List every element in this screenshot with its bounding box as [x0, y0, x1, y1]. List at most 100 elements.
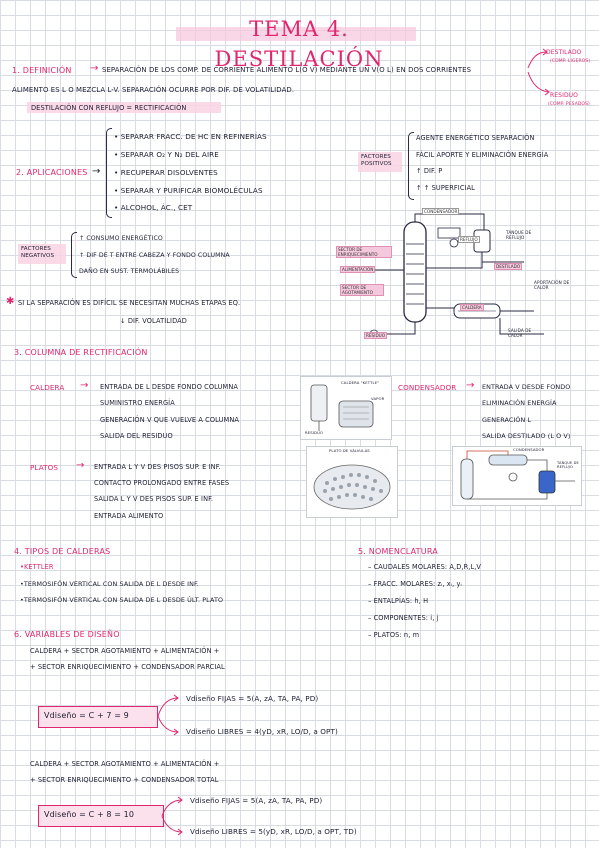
tanque-img-label: TANQUE DE REFLUJO [557, 461, 579, 469]
platos-line: SALIDA L Y V DES PISOS SUP. E INF. [94, 495, 214, 503]
destilado-label: DESTILADO [546, 49, 582, 56]
split-arrows-icon [527, 48, 550, 96]
branch-arrows-icon [161, 796, 183, 836]
title-highlight [176, 27, 416, 41]
condensador-line: GENERACIÓN L [482, 416, 532, 424]
negativo-item: ↑ DIF DE T ENTRE CABEZA Y FONDO COLUMNA [79, 252, 230, 259]
config-1-line-2: + SECTOR ENRIQUECIMIENTO + CONDENSADOR P… [30, 663, 225, 671]
distillation-column-schematic [364, 213, 544, 339]
caldera-kettle-drawing [310, 384, 374, 431]
factores-positivos-highlight [358, 152, 402, 172]
diagram-label-alimentacion: ALIMENTACIÓN [340, 266, 376, 273]
platos-line: ENTRADA L Y V DES PISOS SUP. E INF. [94, 463, 221, 471]
section-4-title: 4. TIPOS DE CALDERAS [14, 547, 111, 556]
condensador-line: ENTRADA V DESDE FONDO [482, 383, 571, 391]
caldera-heading: CALDERA [30, 383, 65, 392]
config-2-line-1: CALDERA + SECTOR AGOTAMIENTO + ALIMENTAC… [30, 760, 220, 768]
positivos-brace [408, 132, 414, 200]
positivo-item: ↑ ↑ SUPERFICIAL [416, 184, 475, 192]
arrow-right-icon: → [90, 63, 99, 74]
plato-image: PLATO DE VÁLVULAS [306, 446, 398, 518]
aplicacion-item: • SEPARAR O₂ Y N₂ DEL AIRE [114, 150, 219, 159]
caldera-vapor-label: VAPOR [371, 396, 385, 401]
negativo-item: ↑ CONSUMO ENERGÉTICO [79, 235, 163, 242]
caldera-line: ENTRADA DE L DESDE FONDO COLUMNA [100, 383, 238, 391]
platos-heading: PLATOS [30, 463, 59, 472]
caldera-line: SALIDA DEL RESIDUO [100, 432, 173, 440]
star-icon: ✱ [6, 296, 15, 307]
aplicacion-item: • SEPARAR FRACC. DE HC EN REFINERÍAS [114, 132, 267, 141]
section-5-title: 5. NOMENCLATURA [358, 547, 438, 556]
section-6-title: 6. VARIABLES DE DISEÑO [14, 630, 120, 639]
negativos-brace [71, 232, 77, 278]
nomenclatura-item: – COMPONENTES: i, j [368, 614, 439, 622]
nomenclatura-item: – PLATOS: n, m [368, 631, 420, 639]
arrow-right-icon: → [76, 460, 85, 471]
diagram-label-residuo: RESIDUO [364, 332, 388, 339]
arrow-right-icon: → [92, 166, 101, 177]
libres-1: Vdiseño LIBRES = 4(yD, xR, LO/D, a OPT) [186, 727, 338, 736]
arrow-right-icon: → [466, 380, 475, 391]
definition-line-1: SEPARACIÓN DE LOS COMP. DE CORRIENTE ALI… [102, 66, 472, 74]
diagram-label-sector-enriquecimiento: SECTOR DE ENRIQUECIMIENTO [336, 246, 392, 258]
factores-negativos-label: FACTORES NEGATIVOS [21, 246, 55, 259]
residuo-sub: (COMP. PESADOS) [548, 102, 590, 107]
positivo-item: AGENTE ENERGÉTICO SEPARACIÓN [416, 134, 535, 142]
platos-line: CONTACTO PROLONGADO ENTRE FASES [94, 479, 230, 487]
section-2-title: 2. APLICACIONES [16, 168, 88, 177]
aplicaciones-brace [106, 128, 112, 218]
caldera-residuo-label: RESIDUO [305, 430, 323, 435]
fijas-1: Vdiseño FIJAS = 5(A, zA, TA, PA, PD) [186, 694, 319, 703]
arrow-right-icon: → [80, 380, 89, 391]
caldera-tipo: •TERMOSIFÓN VERTICAL CON SALIDA DE L DES… [20, 580, 199, 588]
plato-label: PLATO DE VÁLVULAS [329, 448, 370, 453]
column-diagram: CONDENSADOR REFLUJO TANQUE DE REFLUJO SE… [334, 208, 594, 346]
dif-volatilidad-note: ↓ DIF. VOLATILIDAD [120, 317, 187, 325]
diagram-label-aportacion: APORTACIÓN DE CALOR [534, 280, 570, 290]
caldera-image: CALDERA "KETTLE" VAPOR RESIDUO [300, 376, 392, 440]
branch-arrows-icon [157, 694, 179, 736]
separacion-dificil-note: SI LA SEPARACIÓN ES DIFÍCIL SE NECESITAN… [18, 299, 241, 307]
config-2-line-2: + SECTOR ENRIQUECIMIENTO + CONDENSADOR T… [30, 776, 219, 784]
equation-box-1 [38, 706, 158, 728]
positivo-item: FÁCIL APORTE Y ELIMINACIÓN ENERGÍA [416, 151, 549, 159]
equation-1: Vdiseño = C + 7 = 9 [44, 711, 129, 720]
section-3-title: 3. COLUMNA DE RECTIFICACIÓN [14, 348, 148, 357]
condensador-drawing [460, 450, 575, 500]
condensador-line: ELIMINACIÓN ENERGÍA [482, 399, 557, 407]
diagram-label-salida: SALIDA DE CALOR [508, 328, 532, 338]
page-title: TEMA 4. DESTILACIÓN [214, 17, 384, 71]
caldera-line: SUMINISTRO ENERGÍA [100, 399, 175, 407]
nomenclatura-item: – FRACC. MOLARES: zᵢ, xᵢ, yᵢ [368, 580, 462, 588]
condensador-img-label: CONDENSADOR [513, 447, 545, 452]
equation-2: Vdiseño = C + 8 = 10 [44, 810, 135, 819]
caldera-kettle-label: CALDERA "KETTLE" [341, 380, 380, 385]
config-1-line-1: CALDERA + SECTOR AGOTAMIENTO + ALIMENTAC… [30, 647, 220, 655]
condensador-line: SALIDA DESTILADO (L O V) [482, 432, 571, 440]
residuo-label: RESIDUO [550, 92, 578, 99]
factores-negativos-highlight [18, 244, 66, 264]
diagram-label-sector-agotamiento: SECTOR DE AGOTAMIENTO [340, 284, 384, 296]
caldera-tipo: •KETTLER [20, 563, 54, 571]
destilado-sub: (COMP. LIGEROS) [550, 59, 591, 64]
negativo-item: DAÑO EN SUST. TERMOLÁBILES [79, 268, 180, 275]
condensador-image: CONDENSADOR TANQUE DE REFLUJO [452, 446, 582, 506]
caldera-tipo: •TERMOSIFÓN VERTICAL CON SALIDA DE L DES… [20, 596, 224, 604]
aplicacion-item: • ALCOHOL, ÁC., CET [114, 203, 193, 212]
equation-box-2 [38, 805, 164, 827]
factores-positivos-label: FACTORES POSITIVOS [361, 154, 392, 167]
diagram-label-condensador: CONDENSADOR [422, 208, 460, 215]
caldera-line: GENERACIÓN V QUE VUELVE A COLUMNA [100, 416, 239, 424]
platos-line: ENTRADA ALIMENTO [94, 512, 164, 520]
diagram-label-reflujo: REFLUJO [458, 236, 480, 243]
diagram-label-destilado: DESTILADO [494, 263, 523, 270]
definition-line-2: ALIMENTO ES L O MEZCLA L-V. SEPARACIÓN O… [12, 86, 295, 94]
diagram-label-tanque: TANQUE DE REFLUJO [506, 230, 532, 240]
libres-2: Vdiseño LIBRES = 5(yD, xR, LO/D, a OPT, … [190, 827, 357, 836]
fijas-2: Vdiseño FIJAS = 5(A, zA, TA, PA, PD) [190, 796, 323, 805]
diagram-label-caldera: CALDERA [460, 304, 484, 311]
reflujo-note: DESTILACIÓN CON REFLUJO = RECTIFICACIÓN [31, 104, 187, 112]
section-1-title: 1. DEFINICIÓN [12, 66, 72, 75]
plato-valvulas-drawing [313, 464, 391, 510]
nomenclatura-item: – ENTALPÍAS: h, H [368, 597, 429, 605]
